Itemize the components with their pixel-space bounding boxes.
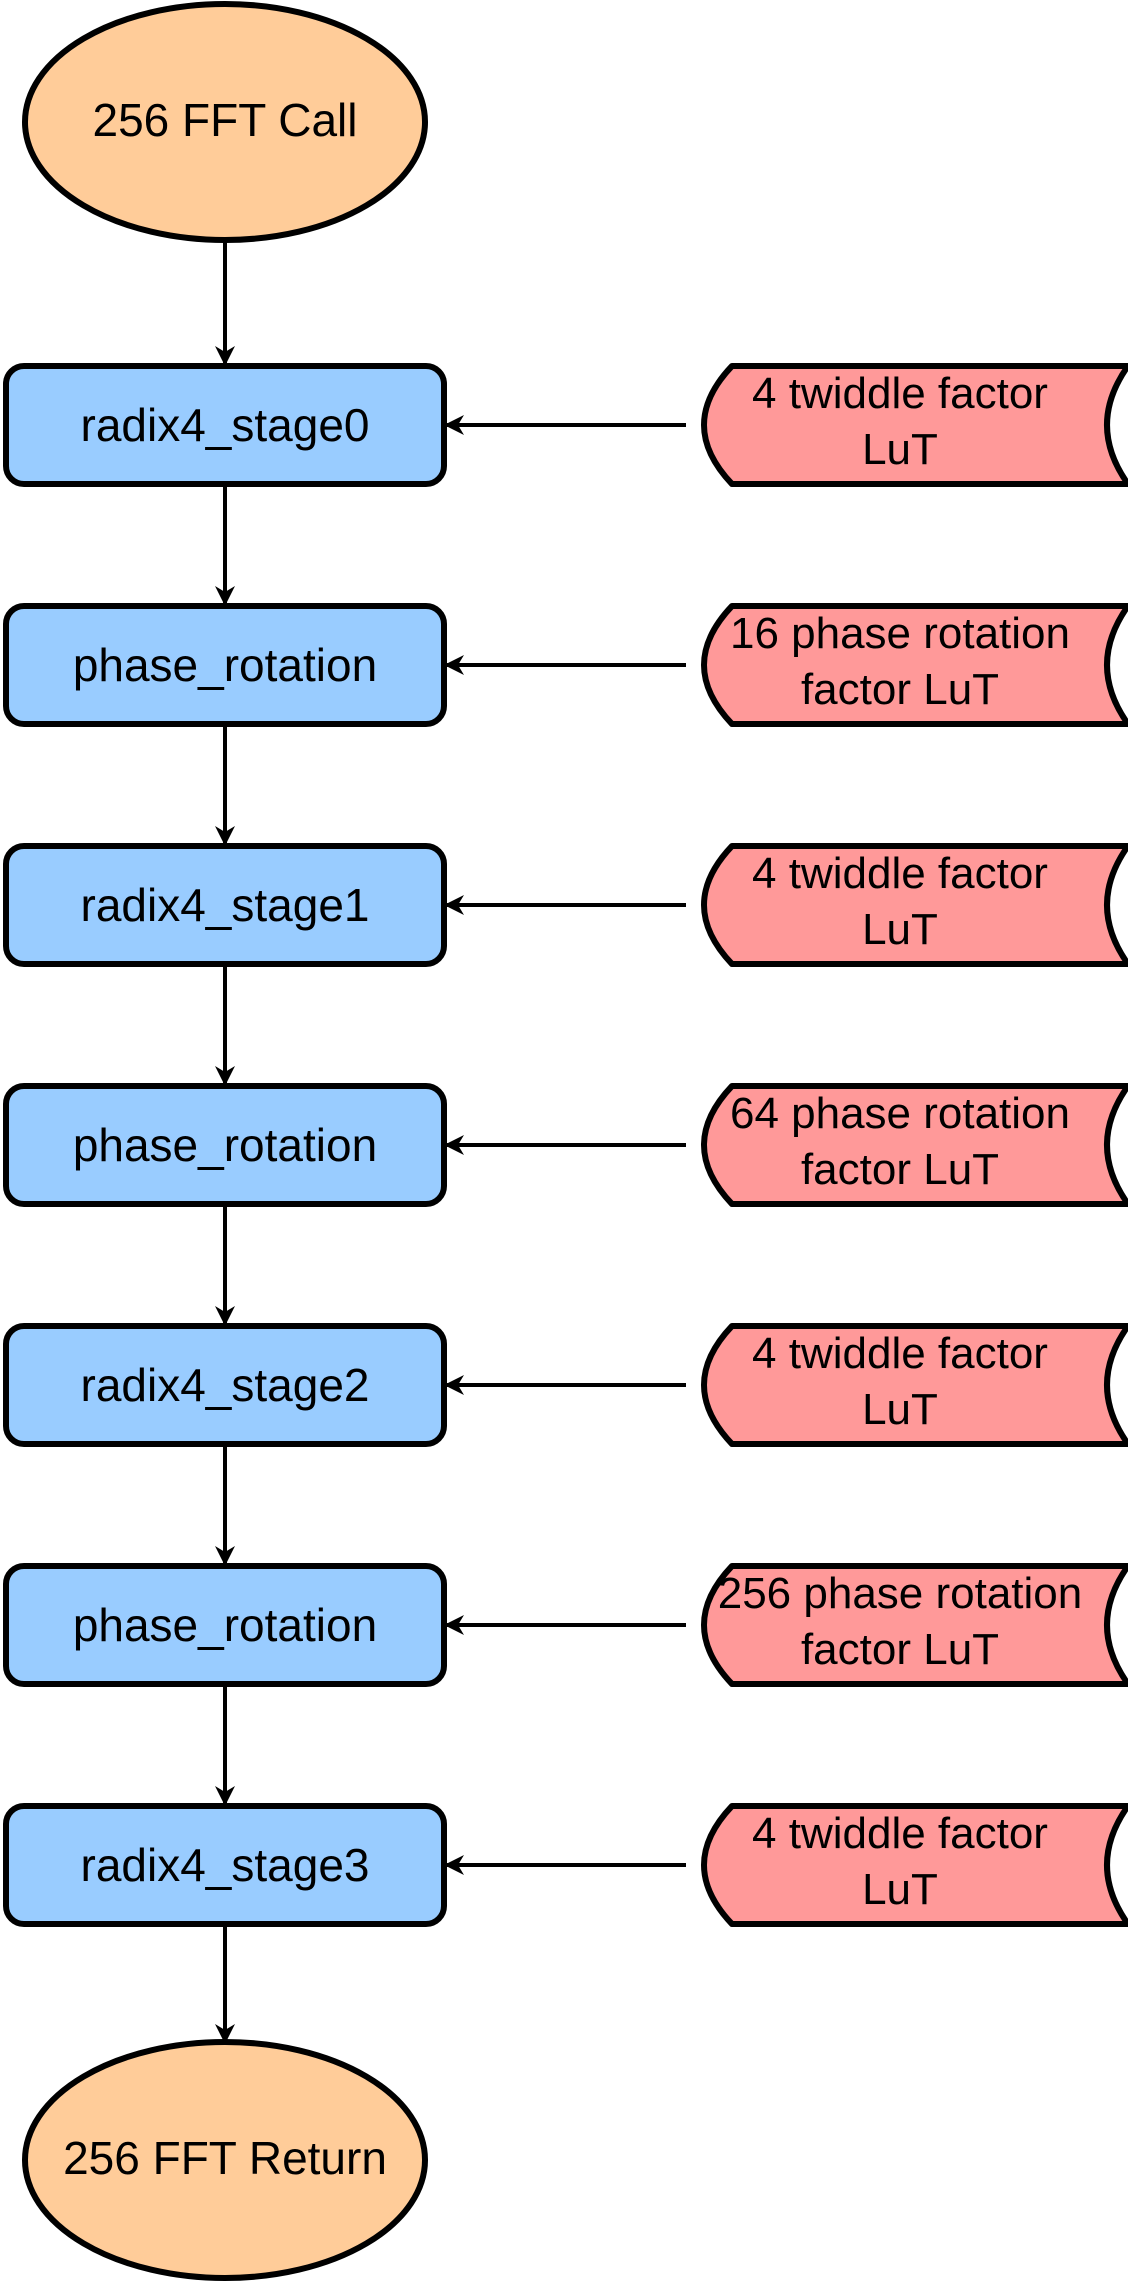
lut-shape bbox=[701, 363, 1128, 487]
lut-label-line: 4 twiddle factor bbox=[752, 369, 1048, 418]
lut-label-line: LuT bbox=[862, 905, 938, 954]
process-box bbox=[3, 1323, 447, 1447]
process-box bbox=[3, 843, 447, 967]
start-terminal: 256 FFT Call bbox=[22, 1, 428, 243]
lut-label-line: 4 twiddle factor bbox=[752, 849, 1048, 898]
lut-label-line: 256 phase rotation bbox=[718, 1569, 1083, 1618]
process-step: phase_rotation 256 phase rotation factor L… bbox=[3, 1563, 1128, 1687]
process-label: phase_rotation bbox=[73, 1119, 377, 1171]
process-box bbox=[3, 363, 447, 487]
lut-store: 16 phase rotation factor LuT bbox=[701, 603, 1128, 727]
lut-shape bbox=[701, 843, 1128, 967]
start-label: 256 FFT Call bbox=[92, 94, 357, 146]
lut-label-line: LuT bbox=[862, 1865, 938, 1914]
lut-shape bbox=[701, 1323, 1128, 1447]
end-label: 256 FFT Return bbox=[63, 2132, 387, 2184]
lut-shape bbox=[701, 1803, 1128, 1927]
lut-label-line: 4 twiddle factor bbox=[752, 1809, 1048, 1858]
process-box bbox=[3, 1803, 447, 1927]
lut-shape bbox=[701, 1083, 1128, 1207]
lut-label-line: factor LuT bbox=[801, 665, 999, 714]
lut-shape bbox=[701, 603, 1128, 727]
end-ellipse bbox=[22, 2039, 428, 2281]
process-label: phase_rotation bbox=[73, 639, 377, 691]
lut-label-line: LuT bbox=[862, 1385, 938, 1434]
process-box bbox=[3, 1563, 447, 1687]
lut-store: 64 phase rotation factor LuT bbox=[701, 1083, 1128, 1207]
lut-label-line: 4 twiddle factor bbox=[752, 1329, 1048, 1378]
process-box bbox=[3, 603, 447, 727]
lut-connectors bbox=[444, 415, 686, 1875]
process-step: phase_rotation 16 phase rotation factor Lu… bbox=[3, 603, 1128, 727]
process-box bbox=[3, 1083, 447, 1207]
process-step: phase_rotation 64 phase rotation factor Lu… bbox=[3, 1083, 1128, 1207]
end-terminal: 256 FFT Return bbox=[22, 2039, 428, 2281]
lut-label-line: factor LuT bbox=[801, 1625, 999, 1674]
process-label: radix4_stage3 bbox=[81, 1839, 370, 1891]
lut-shape bbox=[701, 1563, 1128, 1687]
process-label: radix4_stage1 bbox=[81, 879, 370, 931]
lut-label-line: LuT bbox=[862, 425, 938, 474]
process-label: phase_rotation bbox=[73, 1599, 377, 1651]
lut-label-line: 16 phase rotation bbox=[730, 609, 1070, 658]
process-label: radix4_stage0 bbox=[81, 399, 370, 451]
lut-store: 256 phase rotation factor LuT bbox=[701, 1563, 1128, 1687]
lut-label-line: 64 phase rotation bbox=[730, 1089, 1070, 1138]
process-label: radix4_stage2 bbox=[81, 1359, 370, 1411]
start-ellipse bbox=[22, 1, 428, 243]
lut-label-line: factor LuT bbox=[801, 1145, 999, 1194]
